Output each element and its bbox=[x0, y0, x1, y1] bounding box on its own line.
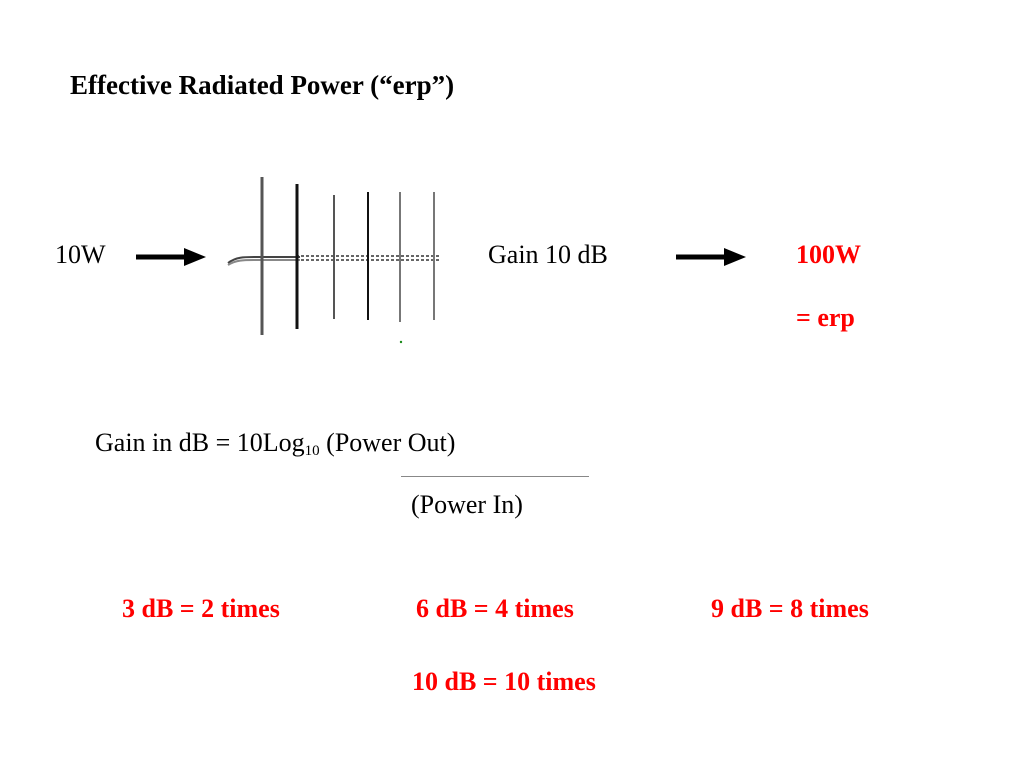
fraction-bar bbox=[401, 476, 589, 477]
equivalence-6db: 6 dB = 4 times bbox=[416, 594, 574, 623]
input-power-label: 10W bbox=[55, 240, 106, 269]
arrow-right-icon bbox=[136, 248, 206, 266]
erp-label: = erp bbox=[796, 303, 855, 332]
formula-numerator: (Power Out) bbox=[326, 428, 456, 457]
slide-title: Effective Radiated Power (“erp”) bbox=[70, 70, 455, 100]
formula-denominator: (Power In) bbox=[411, 490, 523, 519]
output-power-label: 100W bbox=[796, 240, 861, 269]
gain-formula: Gain in dB = 10Log10 (Power Out) bbox=[95, 428, 455, 460]
formula-lhs: Gain in dB = 10Log bbox=[95, 428, 305, 457]
log-base: 10 bbox=[304, 443, 320, 459]
equivalence-10db: 10 dB = 10 times bbox=[412, 667, 596, 696]
equivalence-3db: 3 dB = 2 times bbox=[122, 594, 280, 623]
equivalence-9db: 9 dB = 8 times bbox=[711, 594, 869, 623]
gain-label: Gain 10 dB bbox=[488, 240, 608, 269]
yagi-antenna-icon bbox=[227, 177, 439, 344]
arrow-right-icon bbox=[676, 248, 746, 266]
